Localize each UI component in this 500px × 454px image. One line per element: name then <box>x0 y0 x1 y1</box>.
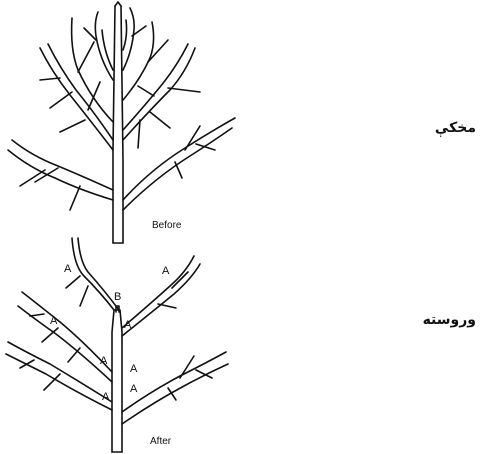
before-trunk <box>113 6 123 243</box>
cut-label-a: A <box>100 355 108 367</box>
after-trunk <box>112 310 122 452</box>
before-side-label: مخکې <box>435 120 476 136</box>
cut-label-b: B <box>114 291 121 303</box>
after-branch <box>72 238 114 310</box>
after-tree-illustration: A A A B A A A A A A After <box>0 232 240 454</box>
cut-label-a: A <box>162 265 170 277</box>
before-branch <box>123 48 195 140</box>
cut-label-a: A <box>102 391 110 403</box>
after-branch <box>122 256 194 328</box>
cut-label-a: A <box>50 315 58 327</box>
after-branch <box>122 352 226 412</box>
before-tree-illustration: Before <box>0 0 240 245</box>
cut-label-a: A <box>124 319 132 331</box>
after-caption: After <box>150 436 172 447</box>
after-branch <box>22 292 112 372</box>
cut-label-a: A <box>64 263 72 275</box>
cut-label-a: A <box>130 383 138 395</box>
before-branch <box>8 150 113 200</box>
after-side-label: وروسته <box>423 312 476 328</box>
before-caption: Before <box>152 220 182 231</box>
cut-label-a: A <box>130 363 138 375</box>
